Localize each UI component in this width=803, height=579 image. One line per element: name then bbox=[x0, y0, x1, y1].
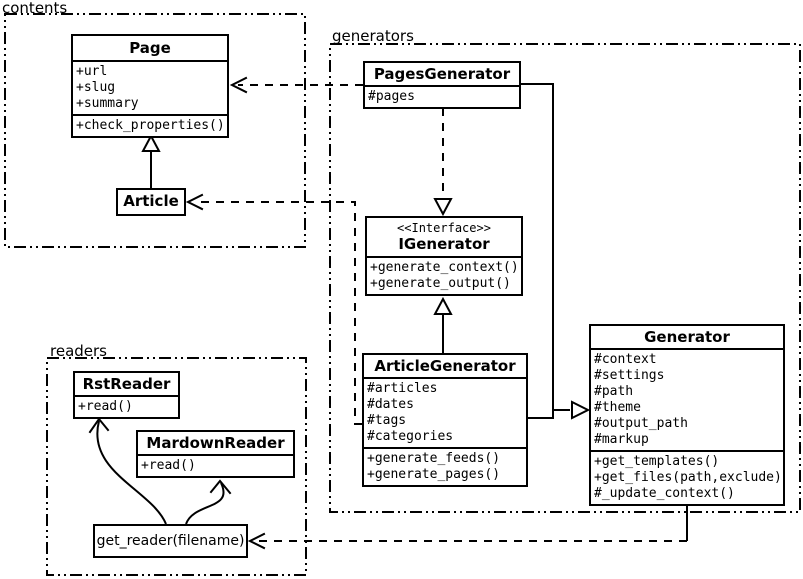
class-markdownreader-methods: +read() bbox=[138, 454, 293, 476]
method: #_update_context() bbox=[594, 486, 735, 501]
attribute: #dates bbox=[367, 397, 414, 412]
readers-package-label: readers bbox=[50, 342, 107, 360]
class-articlegenerator-methods: +generate_feeds() +generate_pages() bbox=[364, 447, 526, 485]
class-page-methods: +check_properties() bbox=[73, 114, 227, 136]
method: +check_properties() bbox=[76, 118, 225, 133]
attribute: #path bbox=[594, 384, 634, 399]
class-generator: Generator #context #settings #path #them… bbox=[589, 324, 785, 506]
method: +get_templates() bbox=[594, 454, 720, 469]
pagesgenerator-to-igenerator-triangle-icon bbox=[433, 198, 453, 217]
method: +read() bbox=[141, 458, 196, 473]
class-articlegenerator-title: ArticleGenerator bbox=[374, 357, 516, 375]
attribute: +summary bbox=[76, 96, 139, 111]
class-pagesgenerator-attributes: #pages bbox=[365, 85, 519, 107]
method: +generate_pages() bbox=[367, 467, 501, 482]
method: +generate_context() bbox=[370, 260, 519, 275]
class-article-title: Article bbox=[123, 192, 179, 210]
method: +generate_output() bbox=[370, 276, 511, 291]
contents-package-border bbox=[4, 13, 306, 248]
method: +get_files(path,exclude) bbox=[594, 470, 782, 485]
class-articlegenerator-attributes: #articles #dates #tags #categories bbox=[364, 377, 526, 447]
class-pagesgenerator-title: PagesGenerator bbox=[373, 65, 511, 83]
class-page-title: Page bbox=[129, 39, 171, 57]
attribute: #articles bbox=[367, 381, 438, 396]
generator-inheritance-triangle-icon bbox=[571, 400, 591, 420]
class-pagesgenerator: PagesGenerator #pages bbox=[363, 61, 521, 109]
generator-to-getreader-arrowhead-icon bbox=[247, 532, 266, 550]
attribute: #tags bbox=[367, 413, 407, 428]
class-markdownreader-title: MardownReader bbox=[146, 434, 285, 452]
class-rstreader-title: RstReader bbox=[82, 375, 171, 393]
article-to-page-inheritance-triangle-icon bbox=[141, 133, 161, 152]
generators-package-border bbox=[329, 43, 801, 513]
getreader-to-rstreader-arrowhead-icon bbox=[88, 417, 110, 434]
articlegenerator-to-article-arrowhead-icon bbox=[185, 193, 204, 211]
generators-package-label: generators bbox=[332, 27, 414, 45]
pagesgenerator-to-page-arrowhead-icon bbox=[229, 76, 248, 94]
class-generator-methods: +get_templates() +get_files(path,exclude… bbox=[591, 450, 783, 504]
readers-package-border bbox=[46, 357, 307, 576]
attribute: #theme bbox=[594, 400, 641, 415]
attribute: #context bbox=[594, 352, 657, 367]
get-reader-label: get_reader(filename) bbox=[96, 533, 245, 549]
attribute: #markup bbox=[594, 432, 649, 447]
class-igenerator-methods: +generate_context() +generate_output() bbox=[367, 256, 521, 294]
class-article: Article bbox=[116, 188, 186, 216]
class-rstreader-methods: +read() bbox=[75, 395, 178, 417]
getreader-to-rstreader-curve bbox=[96, 420, 167, 525]
class-igenerator-header: <<Interface>> IGenerator bbox=[367, 218, 521, 256]
method: +generate_feeds() bbox=[367, 451, 501, 466]
articlegenerator-to-article-dependency-line bbox=[196, 201, 362, 425]
getreader-to-markdownreader-arrowhead-icon bbox=[209, 479, 232, 495]
attribute: +slug bbox=[76, 80, 116, 95]
class-page: Page +url +slug +summary +check_properti… bbox=[71, 34, 229, 138]
class-page-attributes: +url +slug +summary bbox=[73, 60, 227, 114]
class-igenerator-title: IGenerator bbox=[398, 235, 490, 253]
attribute: #categories bbox=[367, 429, 454, 444]
attribute: #pages bbox=[368, 89, 415, 104]
attribute: #settings bbox=[594, 368, 665, 383]
class-igenerator-stereotype: <<Interface>> bbox=[397, 221, 491, 235]
pagesgenerator-to-generator-inheritance-line bbox=[521, 83, 554, 419]
get-reader-box: get_reader(filename) bbox=[93, 524, 248, 558]
contents-package-label: contents bbox=[2, 0, 68, 17]
class-articlegenerator: ArticleGenerator #articles #dates #tags … bbox=[362, 353, 528, 487]
method: +read() bbox=[78, 399, 133, 414]
attribute: +url bbox=[76, 64, 108, 79]
class-markdownreader: MardownReader +read() bbox=[136, 430, 295, 478]
class-generator-attributes: #context #settings #path #theme #output_… bbox=[591, 348, 783, 450]
articlegenerator-to-igenerator-triangle-icon bbox=[433, 296, 453, 315]
attribute: #output_path bbox=[594, 416, 688, 431]
class-igenerator: <<Interface>> IGenerator +generate_conte… bbox=[365, 216, 523, 296]
class-rstreader: RstReader +read() bbox=[73, 371, 180, 419]
class-generator-title: Generator bbox=[644, 328, 730, 346]
getreader-to-markdownreader-curve bbox=[185, 482, 225, 525]
